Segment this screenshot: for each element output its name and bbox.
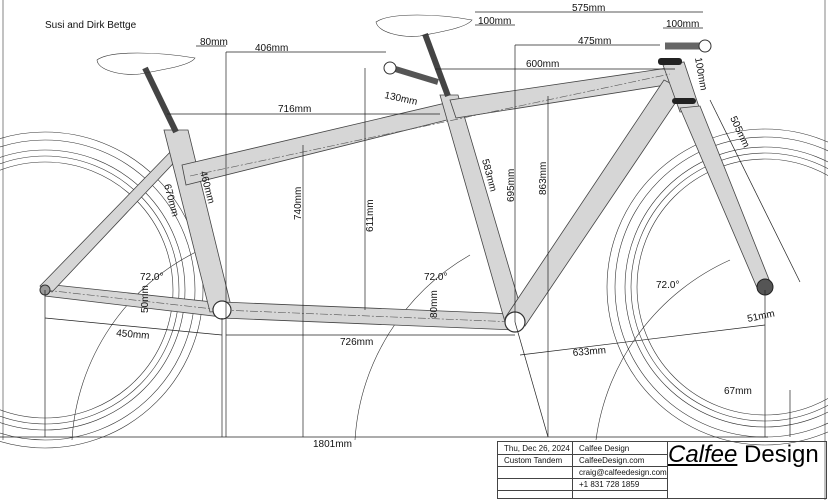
title-date: Thu, Dec 26, 2024 — [504, 444, 570, 453]
head-angle-arc — [595, 259, 731, 441]
dim-stack-spacer: 100mm — [692, 57, 709, 92]
dim-captain-setback: 100mm — [478, 16, 511, 27]
front-seat-angle-arc — [354, 254, 471, 441]
calfee-logo: Calfee Design — [668, 441, 819, 468]
headset-bottom — [672, 98, 696, 104]
dim-rear-saddle-height: 740mm — [293, 187, 304, 220]
rear-saddle — [96, 52, 196, 75]
dim-front-bb-drop: 80mm — [429, 290, 440, 318]
dim-front-saddle-height: 695mm — [506, 169, 517, 202]
stoker-stem — [391, 65, 439, 85]
dim-trail: 67mm — [724, 386, 752, 397]
rear-bottom-bracket — [212, 300, 232, 320]
front-seat-tube — [439, 94, 526, 323]
front-seatpost — [422, 32, 451, 98]
title-phone: +1 831 728 1859 — [579, 480, 640, 489]
title-email: craig@calfeedesign.com — [579, 468, 667, 477]
dim-bar-height: 863mm — [538, 162, 549, 195]
dimension-lines — [0, 11, 801, 438]
dim-rear-top-length: 716mm — [278, 104, 311, 115]
title-company: Calfee Design — [579, 444, 630, 453]
dim-saddle-to-bar: 575mm — [572, 3, 605, 14]
dim-front-top-tube: 600mm — [526, 59, 559, 70]
frame — [39, 61, 773, 331]
dim-stoker-bar-reach: 406mm — [255, 43, 288, 54]
dim-stoker-stem: 130mm — [383, 90, 418, 108]
rear-seatpost — [142, 66, 179, 134]
dim-rear-bb-drop: 50mm — [140, 285, 151, 313]
seatstay — [39, 145, 185, 293]
customer-name: Susi and Dirk Bettge — [45, 20, 137, 31]
dim-fork-offset: 51mm — [746, 308, 775, 325]
dim-front-center: 633mm — [572, 345, 606, 359]
front-top-tube — [449, 67, 673, 119]
handlebar — [698, 39, 712, 53]
dim-captain-reach: 475mm — [578, 36, 611, 47]
dim-chainstay: 450mm — [116, 328, 150, 342]
dim-rear-angle: 72.0° — [140, 272, 163, 283]
dim-stoker-bar-height: 611mm — [365, 199, 376, 232]
title-website: CalfeeDesign.com — [579, 456, 645, 465]
dim-head-angle: 72.0° — [656, 280, 679, 291]
rear-top-tube — [181, 101, 456, 186]
title-block: Thu, Dec 26, 2024 Custom Tandem Calfee D… — [497, 441, 827, 499]
title-model: Custom Tandem — [504, 456, 563, 465]
dim-stoker-setback: 80mm — [200, 37, 228, 48]
dim-wheelbase: 1801mm — [313, 439, 352, 450]
front-saddle — [375, 14, 473, 37]
chainstay — [44, 283, 223, 318]
dim-boom-length: 726mm — [340, 337, 373, 348]
dim-fork-length: 505mm — [727, 115, 751, 150]
headset-top — [658, 58, 682, 65]
dim-stem-length: 100mm — [666, 19, 699, 30]
dim-front-seat-angle: 72.0° — [424, 272, 447, 283]
rear-wheel — [0, 131, 204, 449]
rear-angle-arc — [71, 249, 201, 441]
dim-rear-seat-height: 670mm — [161, 183, 180, 218]
stoker-bar — [383, 61, 397, 75]
